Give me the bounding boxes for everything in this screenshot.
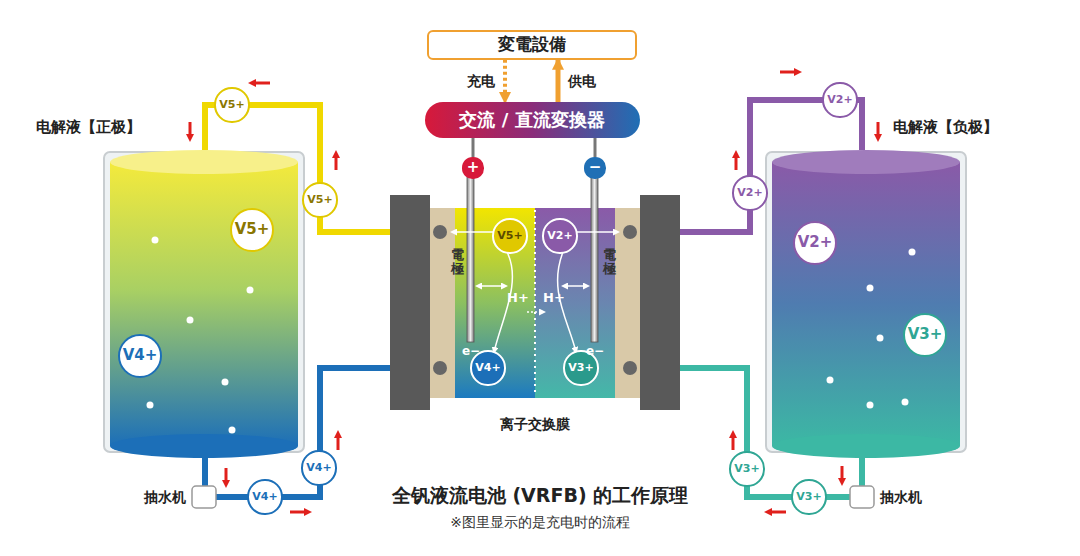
node-text: V2+	[547, 230, 572, 243]
text-label: H+	[543, 291, 565, 306]
ion-circle: V2+	[732, 175, 767, 210]
connector	[472, 138, 475, 157]
terminal-circle: +	[462, 157, 483, 178]
node-text: 交流 / 直流変換器	[459, 110, 604, 131]
node-text: V2+	[737, 187, 762, 200]
ion-circle: V5+	[230, 208, 275, 253]
connector	[594, 138, 597, 157]
diagram-title: 全钒液流电池 (VRFB) 的工作原理	[392, 485, 688, 507]
node-text: V4+	[475, 362, 500, 375]
text-label: 電極	[603, 248, 616, 277]
pump	[192, 486, 216, 508]
node-text: V3+	[734, 463, 759, 476]
ion-circle: V4+	[247, 479, 282, 514]
text-label: 電極	[451, 248, 464, 277]
text-label: 抽水机	[144, 489, 186, 505]
ion-circle: V4+	[118, 334, 163, 379]
node-text: V3+	[568, 362, 593, 375]
tank-negative	[766, 150, 966, 458]
ion-circle: V2+	[542, 218, 577, 253]
node-text: V2+	[827, 94, 852, 107]
node-text: V3+	[796, 491, 821, 504]
node-text: V4+	[123, 347, 158, 364]
text-label: e−	[462, 345, 480, 359]
tank-positive	[104, 150, 304, 458]
node-text: V2+	[798, 234, 833, 251]
ion-circle: V2+	[822, 82, 857, 117]
diagram-caption: ※图里显示的是充电时的流程	[450, 514, 630, 530]
text-label: 电解液【负极】	[893, 119, 998, 136]
ion-circle: V2+	[793, 221, 838, 266]
ion-circle: V3+	[729, 451, 764, 486]
text-label: 抽水机	[880, 489, 922, 505]
ion-circle: V5+	[214, 87, 249, 122]
text-label: 离子交换膜	[500, 416, 570, 432]
terminal-circle: −	[584, 157, 605, 178]
edge-label: 供电	[566, 73, 598, 89]
edge-label: 充电	[465, 73, 497, 89]
node-text: V5+	[219, 99, 244, 112]
node-text: V4+	[306, 462, 331, 475]
node-text: V5+	[307, 194, 332, 207]
flow-arrows	[190, 72, 878, 512]
connector	[503, 60, 507, 102]
ion-circle: V5+	[492, 218, 527, 253]
cell-stack	[390, 176, 680, 410]
node-text: 変電設備	[498, 35, 566, 55]
node-text: V5+	[497, 230, 522, 243]
ion-circle: V3+	[903, 313, 948, 358]
node-text: −	[589, 159, 602, 176]
node-text: +	[467, 159, 480, 176]
substation-box: 変電設備	[427, 30, 637, 60]
text-label: 电解液【正极】	[36, 119, 141, 136]
node-text: V5+	[235, 221, 270, 238]
ion-circle: V4+	[301, 450, 336, 485]
ion-circle: V5+	[302, 182, 337, 217]
pump	[850, 486, 874, 508]
converter-pill: 交流 / 直流変換器	[425, 102, 640, 138]
node-text: V3+	[908, 326, 943, 343]
connector	[556, 60, 561, 102]
ion-circle: V3+	[791, 479, 826, 514]
node-text: V4+	[252, 491, 277, 504]
text-label: H+	[507, 291, 529, 306]
text-label: e−	[586, 345, 604, 359]
